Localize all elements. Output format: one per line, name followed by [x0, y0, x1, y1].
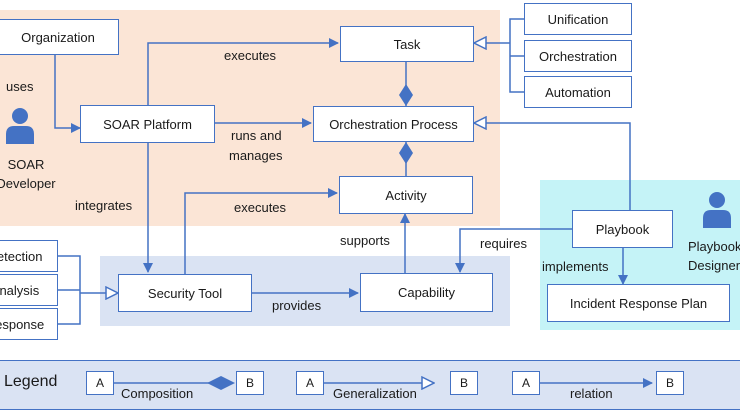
runs-and-label: runs and: [231, 128, 282, 143]
incident-response-plan-node: Incident Response Plan: [547, 284, 730, 322]
legend-title: Legend: [4, 373, 58, 390]
playbook-node: Playbook: [572, 210, 673, 248]
legend-composition-label: Composition: [121, 386, 194, 401]
automation-node: Automation: [524, 76, 632, 108]
playbook-designer-label-1: Playbook: [688, 239, 740, 254]
task-node: Task: [340, 26, 474, 62]
legend-composition-diamond: [207, 376, 235, 390]
playbook-designer-label-2: Designer: [688, 258, 740, 273]
unification-node: Unification: [524, 3, 632, 35]
legend-composition-b: B: [236, 371, 264, 395]
playbook-designer-icon: [703, 192, 731, 228]
legend-generalization-b: B: [450, 371, 478, 395]
organization-node: Organization: [0, 19, 119, 55]
integrates-label: integrates: [75, 198, 133, 213]
orchestration-node: Orchestration: [524, 40, 632, 72]
executes-activity-label: executes: [234, 200, 287, 215]
activity-node: Activity: [339, 176, 473, 214]
legend-generalization-a: A: [296, 371, 324, 395]
legend-region: [0, 360, 740, 410]
uses-label: uses: [6, 79, 34, 94]
analysis-node: Analysis: [0, 274, 58, 306]
response-node: Response: [0, 308, 58, 340]
provides-label: provides: [272, 298, 322, 313]
orchestration-process-node: Orchestration Process: [313, 106, 474, 142]
soar-developer-label-1: SOAR: [7, 157, 45, 172]
requires-label: requires: [480, 236, 527, 251]
legend-generalization-label: Generalization: [333, 386, 417, 401]
legend-composition-a: A: [86, 371, 114, 395]
implements-label: implements: [542, 259, 609, 274]
executes-task-label: executes: [224, 48, 277, 63]
legend-relation-label: relation: [570, 386, 613, 401]
detection-node: Detection: [0, 240, 58, 272]
manages-label: manages: [229, 148, 283, 163]
soar-platform-node: SOAR Platform: [80, 105, 215, 143]
legend-relation-b: B: [656, 371, 684, 395]
soar-developer-label-2: Developer: [0, 176, 56, 191]
supports-label: supports: [340, 233, 390, 248]
capability-node: Capability: [360, 273, 493, 312]
legend-relation-a: A: [512, 371, 540, 395]
soar-developer-icon: [6, 108, 34, 144]
security-tool-node: Security Tool: [118, 274, 252, 312]
